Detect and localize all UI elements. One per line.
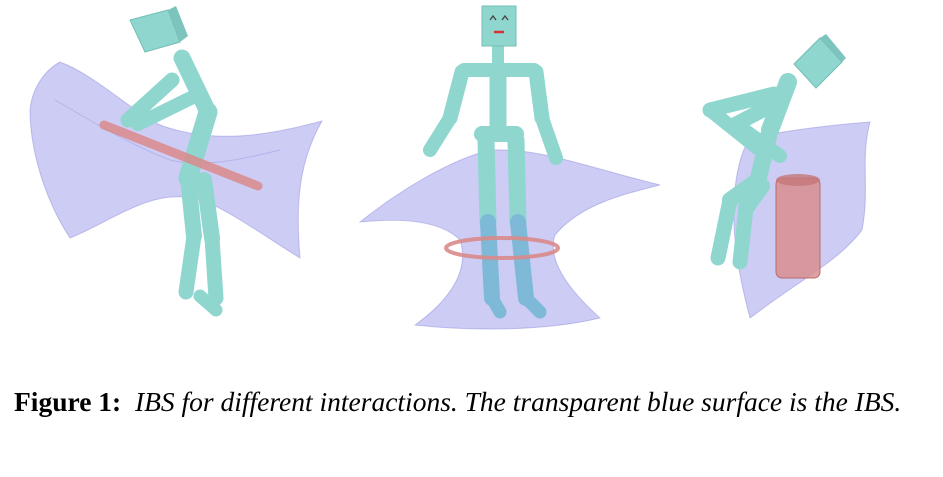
character-head xyxy=(793,34,846,89)
pole-object xyxy=(99,120,263,191)
panel-pole-interaction xyxy=(0,0,330,345)
caption-text: IBS for different interactions. The tran… xyxy=(134,386,902,417)
character-body xyxy=(120,49,224,317)
figure xyxy=(0,0,943,345)
character-head xyxy=(129,6,188,53)
figure-label: Figure 1: xyxy=(14,386,122,417)
character-body xyxy=(423,42,563,319)
hoop-scene-illustration xyxy=(358,5,661,330)
character-body xyxy=(702,73,797,270)
box-scene-illustration xyxy=(702,34,871,319)
pole-scene-illustration xyxy=(29,6,324,317)
ibs-surface xyxy=(29,61,324,259)
character-head xyxy=(481,5,517,47)
panel-box-interaction xyxy=(670,0,943,345)
box-object xyxy=(775,174,821,279)
panel-hoop-interaction xyxy=(330,0,670,345)
figure-caption: Figure 1: IBS for different interactions… xyxy=(14,383,934,421)
hoop-object xyxy=(444,236,560,260)
